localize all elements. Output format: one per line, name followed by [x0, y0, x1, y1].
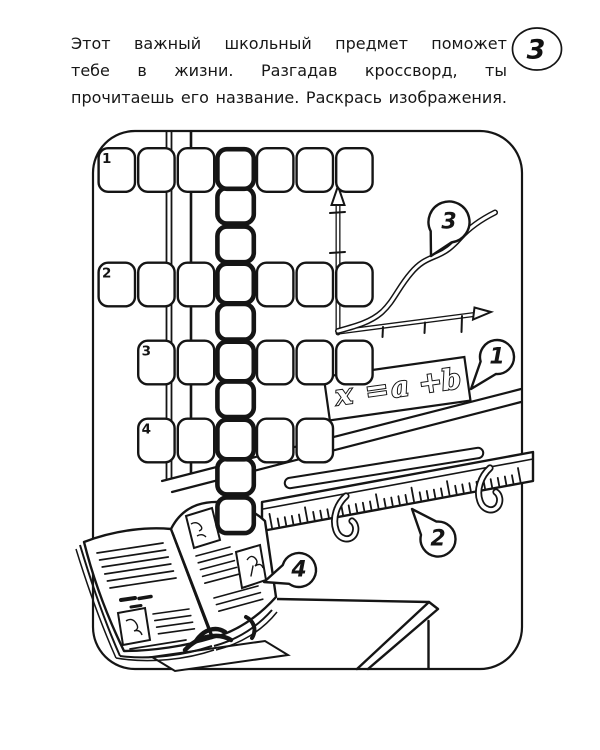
callout-number: 1	[489, 345, 504, 370]
callout-graph: 3	[427, 200, 471, 258]
crossword-row: 1	[97, 146, 374, 193]
page-number-badge: 3	[511, 27, 563, 71]
callout-number: 2	[430, 527, 445, 552]
crossword-row-number: 4	[142, 422, 151, 438]
book-left-page-content	[96, 542, 196, 650]
formula-box: x=a+b	[322, 355, 472, 422]
crossword-row: 2	[97, 261, 374, 308]
callout-number: 3	[441, 210, 456, 235]
callout-ruler: 2	[410, 507, 457, 558]
callout-formula: 1	[469, 338, 516, 391]
callout-number: 4	[290, 558, 306, 583]
book	[75, 500, 291, 673]
callout-book: 4	[262, 551, 318, 589]
crossword-row-number: 2	[102, 266, 111, 282]
ruler-rail	[283, 446, 485, 490]
crossword-grid: 1 2 3 4	[97, 146, 374, 536]
page-number: 3	[527, 35, 546, 66]
crossword-row: 3	[136, 339, 374, 386]
desk	[276, 597, 440, 671]
hangers	[331, 464, 504, 543]
crossword-row-number: 1	[102, 151, 111, 167]
crossword-row-number: 3	[142, 344, 151, 360]
crossword-row: 4	[136, 417, 335, 464]
